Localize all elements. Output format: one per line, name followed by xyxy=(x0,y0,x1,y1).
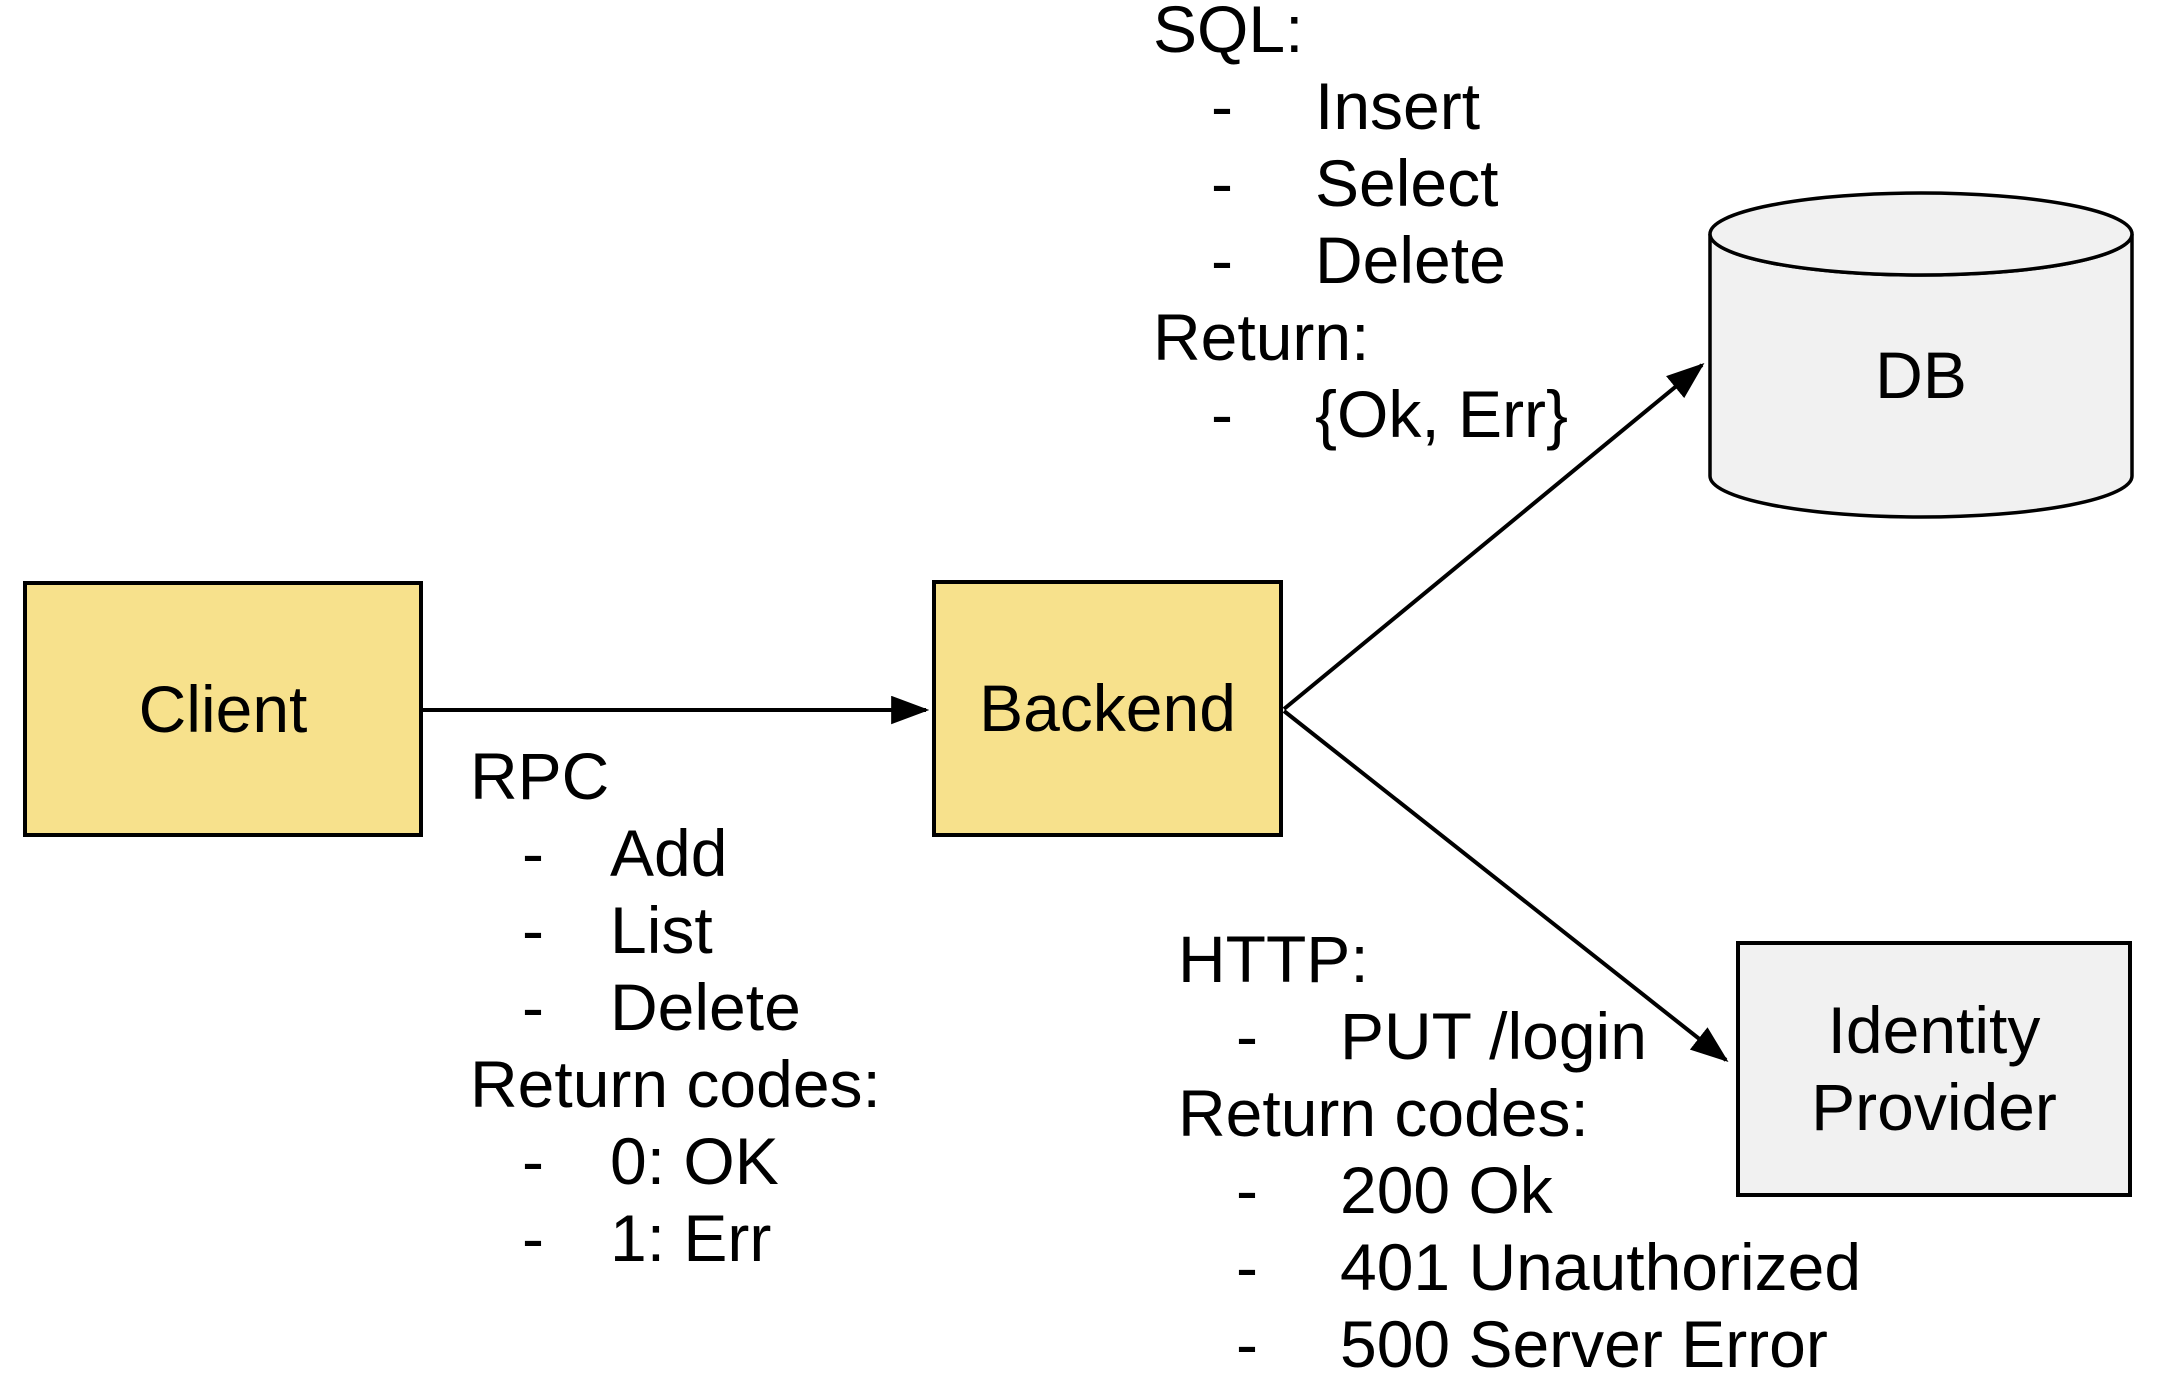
annotation-http-return-item: - 401 Unauthorized xyxy=(1178,1229,1861,1306)
node-backend: Backend xyxy=(932,580,1283,837)
bullet-dash: - xyxy=(522,970,544,1044)
annotation-http-return-item-text: 401 Unauthorized xyxy=(1340,1230,1862,1304)
node-client-label: Client xyxy=(138,671,308,746)
annotation-sql-return-item: - {Ok, Err} xyxy=(1153,376,1568,453)
db-cylinder-shape xyxy=(1708,191,2134,519)
annotation-sql-item: - Insert xyxy=(1153,68,1568,145)
annotation-rpc-return-item-text: 0: OK xyxy=(610,1124,779,1198)
annotation-rpc-item-text: List xyxy=(610,893,713,967)
bullet-dash: - xyxy=(1236,1230,1258,1304)
annotation-rpc-return-item: - 1: Err xyxy=(470,1200,881,1277)
node-backend-label: Backend xyxy=(979,671,1236,745)
arrow-backend-to-identity-provider xyxy=(1282,709,1729,1062)
annotation-sql-item-text: Insert xyxy=(1315,69,1481,143)
bullet-dash: - xyxy=(1236,999,1258,1073)
annotation-rpc-item: - Delete xyxy=(470,969,881,1046)
bullet-dash: - xyxy=(1236,1307,1258,1381)
bullet-dash: - xyxy=(522,893,544,967)
annotation-rpc: RPC - Add - List - Delete Return codes: … xyxy=(470,738,881,1277)
annotation-sql-item-text: Select xyxy=(1315,146,1499,220)
bullet-dash: - xyxy=(1211,69,1233,143)
annotation-sql: SQL: - Insert - Select - Delete Return: … xyxy=(1153,0,1568,453)
annotation-http-item-text: PUT /login xyxy=(1340,999,1647,1073)
node-identity-provider: Identity Provider xyxy=(1736,941,2132,1197)
arrow-backend-to-db xyxy=(1282,362,1705,711)
bullet-dash: - xyxy=(1211,223,1233,297)
annotation-http-item: - PUT /login xyxy=(1178,998,1861,1075)
bullet-dash: - xyxy=(1236,1153,1258,1227)
annotation-http-return-item: - 200 Ok xyxy=(1178,1152,1861,1229)
bullet-dash: - xyxy=(522,1201,544,1275)
annotation-http-return-item: - 500 Server Error xyxy=(1178,1306,1861,1383)
annotation-rpc-title: RPC xyxy=(470,739,610,813)
bullet-dash: - xyxy=(1211,146,1233,220)
annotation-rpc-return-item-text: 1: Err xyxy=(610,1201,772,1275)
bullet-dash: - xyxy=(522,816,544,890)
bullet-dash: - xyxy=(1211,377,1233,451)
annotation-http: HTTP: - PUT /login Return codes: - 200 O… xyxy=(1178,921,1861,1383)
annotation-rpc-return-item: - 0: OK xyxy=(470,1123,881,1200)
annotation-rpc-item: - Add xyxy=(470,815,881,892)
annotation-rpc-return-title: Return codes: xyxy=(470,1047,881,1121)
annotation-sql-item: - Delete xyxy=(1153,222,1568,299)
node-client: Client xyxy=(23,581,423,837)
annotation-http-return-title: Return codes: xyxy=(1178,1076,1589,1150)
bullet-dash: - xyxy=(522,1124,544,1198)
annotation-sql-return-item-text: {Ok, Err} xyxy=(1315,377,1569,451)
annotation-sql-return-title: Return: xyxy=(1153,300,1370,374)
annotation-http-title: HTTP: xyxy=(1178,922,1369,996)
annotation-http-return-item-text: 200 Ok xyxy=(1340,1153,1553,1227)
annotation-sql-title: SQL: xyxy=(1153,0,1304,66)
node-identity-provider-label: Identity Provider xyxy=(1811,993,2057,1144)
annotation-rpc-item: - List xyxy=(470,892,881,969)
annotation-http-return-item-text: 500 Server Error xyxy=(1340,1307,1828,1381)
node-db-label: DB xyxy=(1875,337,1967,412)
annotation-sql-item: - Select xyxy=(1153,145,1568,222)
annotation-rpc-item-text: Add xyxy=(610,816,728,890)
annotation-rpc-item-text: Delete xyxy=(610,970,801,1044)
annotation-sql-item-text: Delete xyxy=(1315,223,1506,297)
